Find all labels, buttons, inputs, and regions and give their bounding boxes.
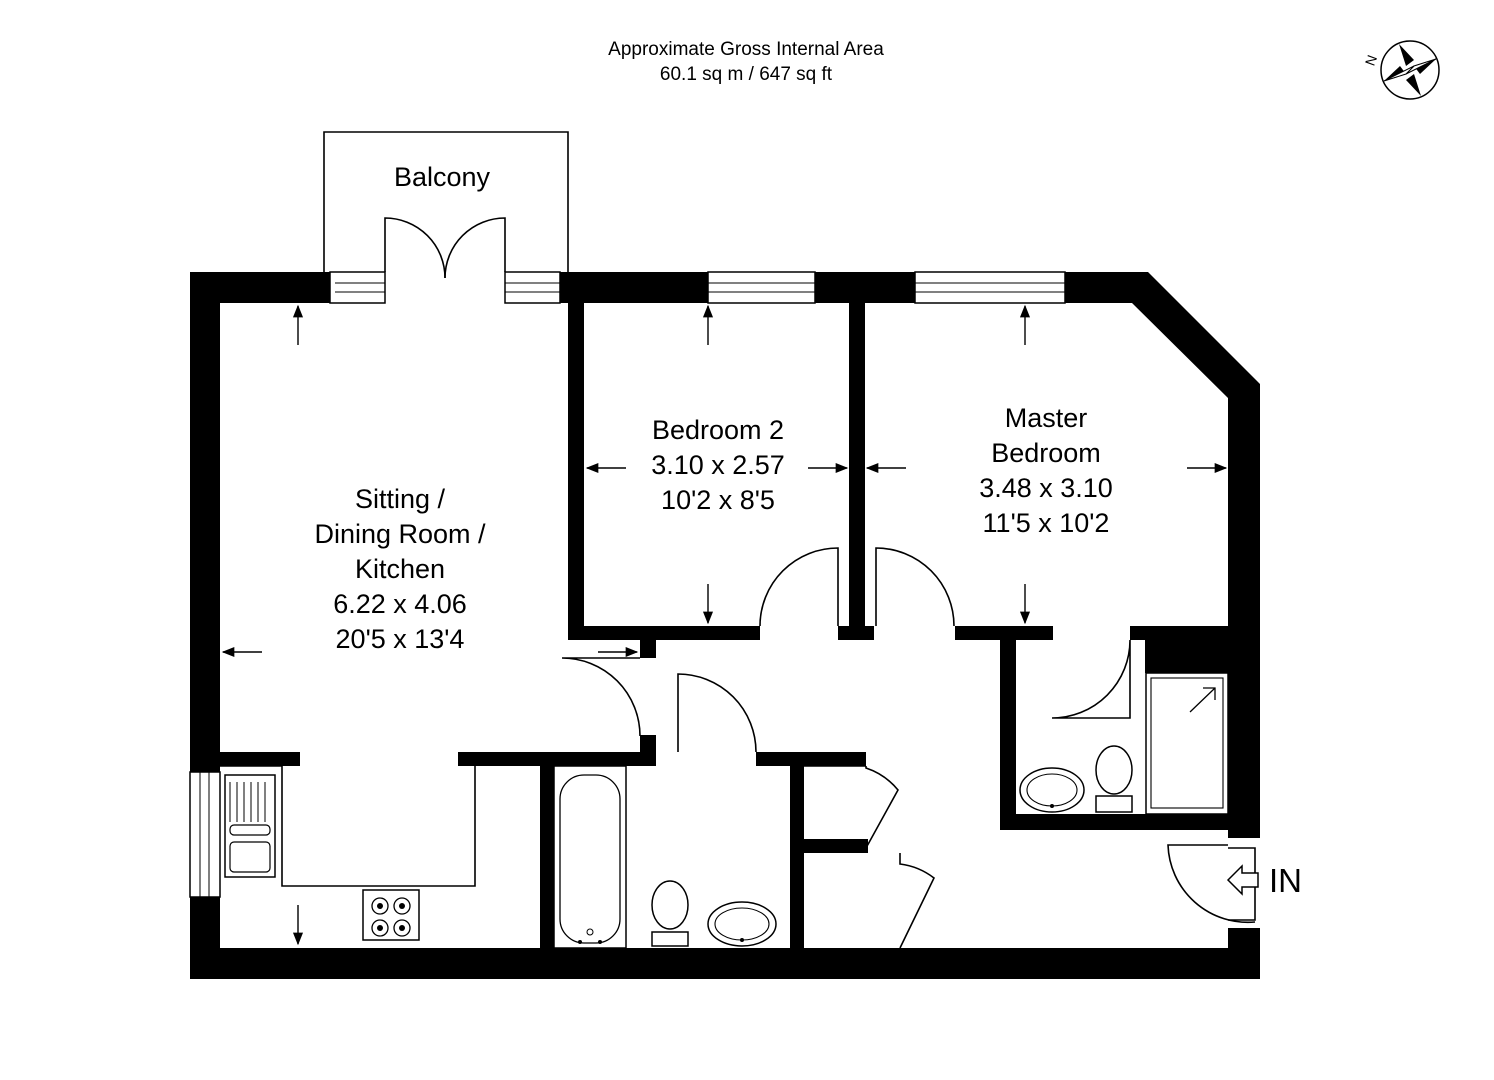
master-metric: 3.48 x 3.10 xyxy=(979,473,1113,503)
basin-icon xyxy=(1019,767,1085,813)
window xyxy=(504,271,561,304)
entrance-label: IN xyxy=(1269,862,1302,899)
window xyxy=(329,271,386,304)
area-value: 60.1 sq m / 647 sq ft xyxy=(660,64,833,85)
windows xyxy=(189,271,1066,898)
shower-icon xyxy=(1145,672,1229,815)
toilet-icon xyxy=(651,880,689,947)
master-line2: Bedroom xyxy=(991,438,1101,468)
compass-rose-icon: N xyxy=(1362,40,1440,100)
ensuite-fittings xyxy=(1019,672,1229,815)
bedroom2-metric: 3.10 x 2.57 xyxy=(651,450,785,480)
bedroom2-imperial: 10'2 x 8'5 xyxy=(661,485,775,515)
sitting-imperial: 20'5 x 13'4 xyxy=(336,624,465,654)
sitting-metric: 6.22 x 4.06 xyxy=(333,589,467,619)
window xyxy=(707,271,816,304)
sitting-line1: Sitting / xyxy=(355,484,446,514)
sitting-room-label: Sitting / Dining Room / Kitchen 6.22 x 4… xyxy=(314,484,486,654)
sitting-line2: Dining Room / xyxy=(314,519,486,549)
window xyxy=(189,771,221,898)
window xyxy=(914,271,1066,304)
exterior-walls xyxy=(190,272,1260,979)
bathroom-fittings xyxy=(553,765,777,949)
balcony-label: Balcony xyxy=(394,162,491,192)
kitchen-fittings xyxy=(220,765,476,941)
master-imperial: 11'5 x 10'2 xyxy=(983,508,1110,538)
compass-north-label: N xyxy=(1362,53,1380,68)
master-line1: Master xyxy=(1005,403,1088,433)
bedroom2-line1: Bedroom 2 xyxy=(652,415,784,445)
toilet-icon xyxy=(1095,745,1133,813)
sink-icon xyxy=(224,774,276,878)
entrance-arrow-icon xyxy=(1226,864,1259,896)
basin-icon xyxy=(707,901,777,947)
entrance-marker: IN xyxy=(1226,862,1302,899)
hob-icon xyxy=(362,889,420,941)
master-bedroom-label: Master Bedroom 3.48 x 3.10 11'5 x 10'2 xyxy=(979,403,1113,538)
interior-walls xyxy=(220,303,1260,949)
bedroom2-label: Bedroom 2 3.10 x 2.57 10'2 x 8'5 xyxy=(651,415,785,515)
doors xyxy=(561,547,1256,949)
bath-icon xyxy=(553,765,627,949)
area-title: Approximate Gross Internal Area xyxy=(608,39,884,60)
sitting-line3: Kitchen xyxy=(355,554,445,584)
balcony: Balcony xyxy=(323,131,569,279)
dimension-arrows xyxy=(221,304,1228,946)
